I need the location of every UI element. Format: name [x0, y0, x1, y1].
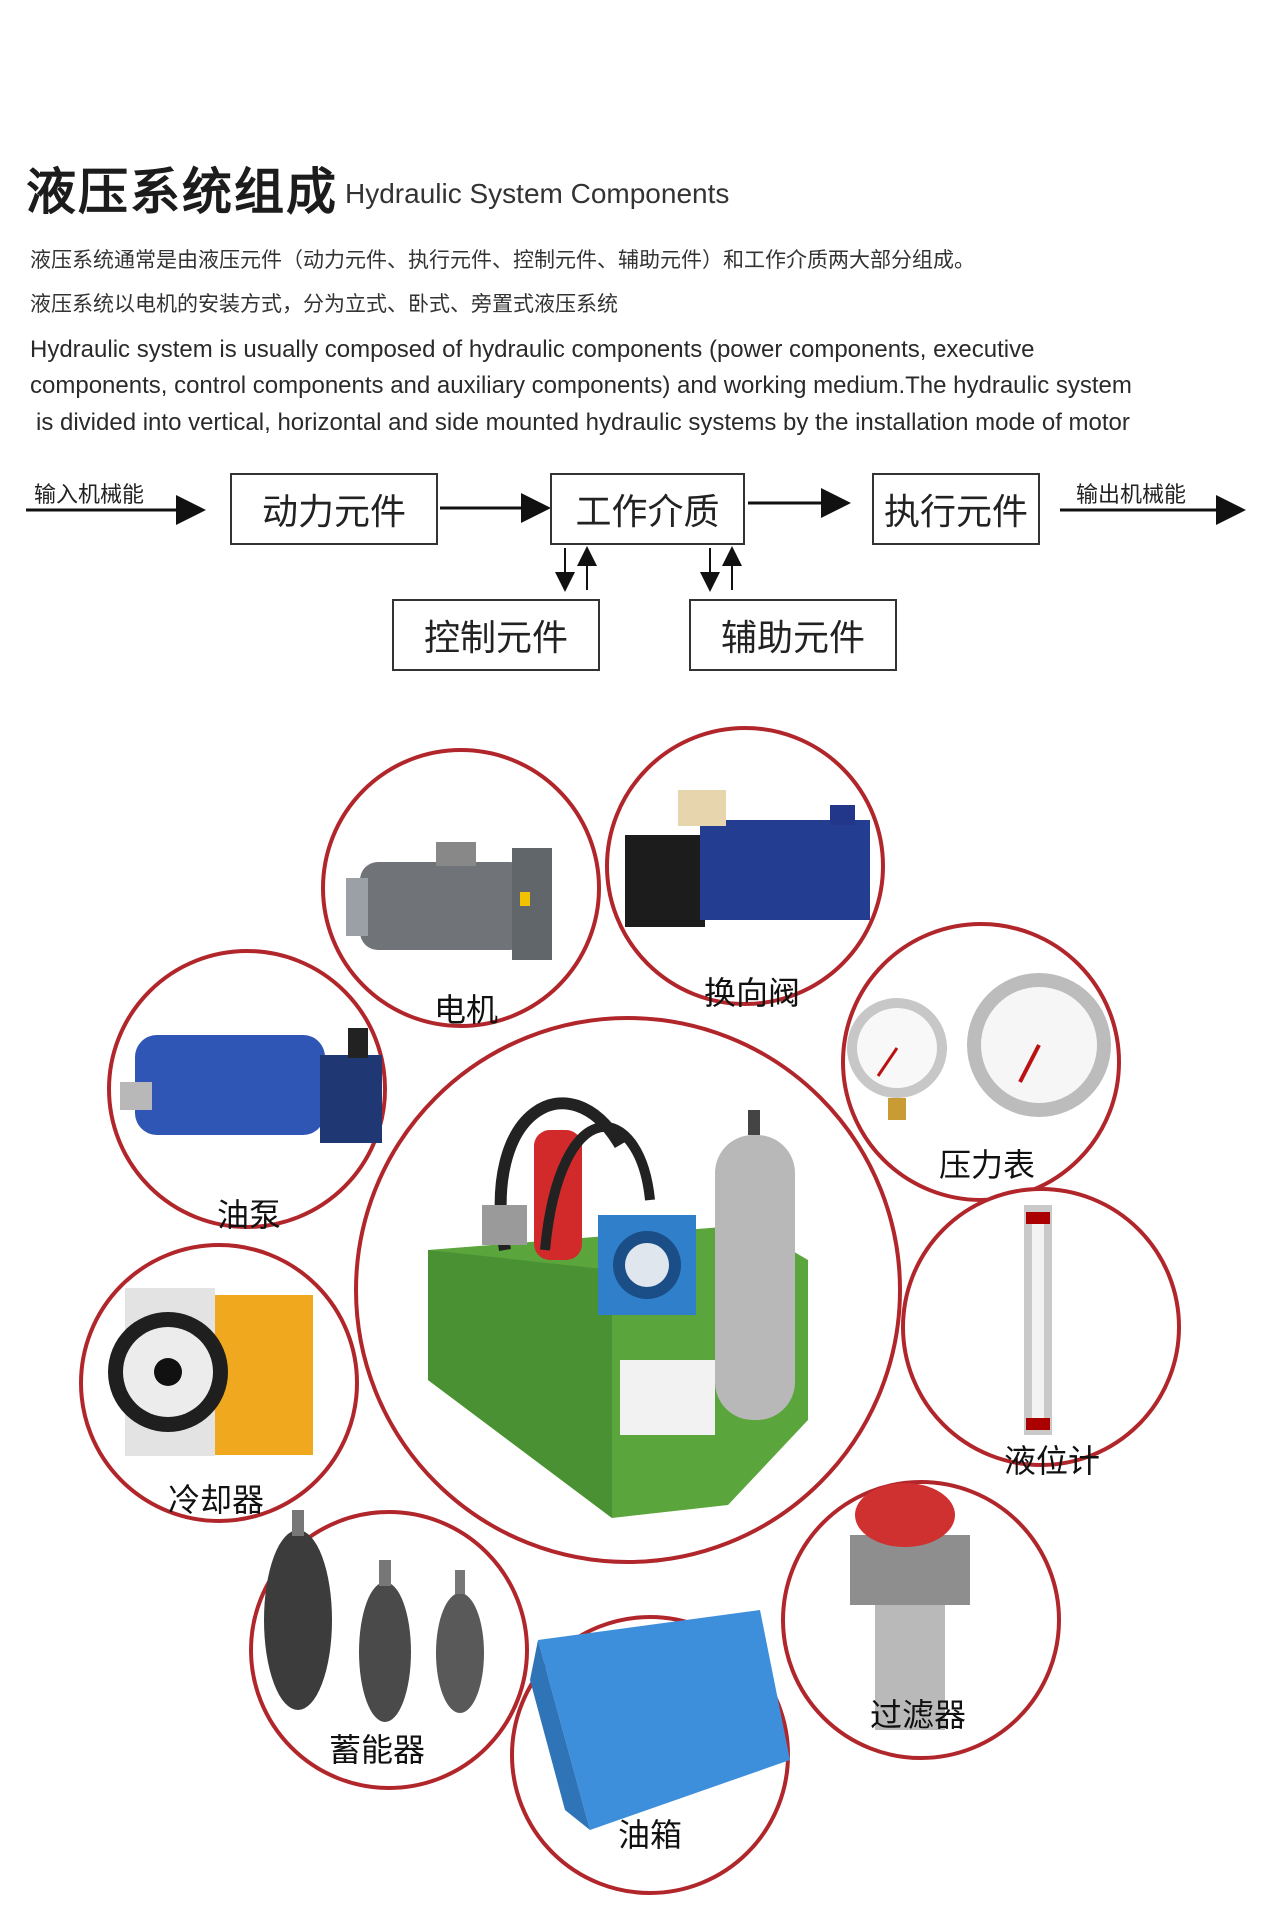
output-energy-label: 输出机械能	[1076, 483, 1187, 508]
working-medium-box: 工作介质	[550, 473, 745, 545]
motor-label: 电机	[433, 991, 499, 1029]
flow-arrows	[26, 488, 1246, 592]
executive-components-label: 执行元件	[883, 492, 1028, 533]
page-title: 液压系统组成	[26, 163, 338, 221]
control-components-box: 控制元件	[392, 599, 600, 671]
tank-icon	[530, 1610, 790, 1830]
intro-zh-line-2: 液压系统以电机的安装方式，分为立式、卧式、旁置式液压系统	[30, 292, 618, 316]
intro-zh-line-1: 液压系统通常是由液压元件（动力元件、执行元件、控制元件、辅助元件）和工作介质两大…	[30, 248, 975, 272]
power-components-box: 动力元件	[230, 473, 438, 545]
intro-en-line-2: components, control components and auxil…	[30, 372, 1132, 399]
pump-icon	[120, 1028, 382, 1143]
intro-en-line-3: is divided into vertical, horizontal and…	[36, 409, 1130, 436]
level-label: 液位计	[1003, 1442, 1101, 1480]
auxiliary-components-label: 辅助元件	[720, 618, 865, 659]
tank-label: 油箱	[617, 1816, 683, 1854]
intro-en-line-1: Hydraulic system is usually composed of …	[30, 336, 1035, 363]
motor-icon	[346, 842, 552, 960]
input-energy-label: 输入机械能	[34, 483, 145, 508]
filter-icon	[850, 1483, 970, 1730]
page-subtitle: Hydraulic System Components	[345, 178, 730, 209]
accumulator-icon	[264, 1510, 484, 1722]
power-components-label: 动力元件	[261, 492, 406, 533]
cooler-label: 冷却器	[167, 1481, 265, 1519]
accumulator-label: 蓄能器	[328, 1731, 426, 1769]
working-medium-label: 工作介质	[575, 492, 720, 533]
gauge-label: 压力表	[938, 1146, 1036, 1184]
pump-label: 油泵	[216, 1196, 282, 1234]
valve-label: 换向阀	[703, 974, 801, 1012]
cooler-icon	[108, 1288, 313, 1456]
executive-components-box: 执行元件	[872, 473, 1040, 545]
power-unit-icon	[428, 1097, 808, 1518]
valve-icon	[625, 790, 870, 927]
auxiliary-components-box: 辅助元件	[689, 599, 897, 671]
filter-label: 过滤器	[869, 1696, 967, 1734]
gauge-icon	[847, 973, 1111, 1120]
control-components-label: 控制元件	[423, 618, 568, 659]
level-icon	[1024, 1205, 1052, 1435]
